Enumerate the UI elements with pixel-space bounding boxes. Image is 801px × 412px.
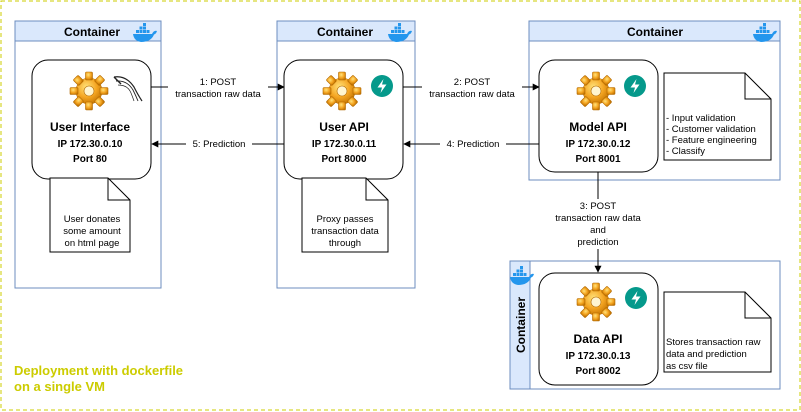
- note-dataapi: Stores transaction raw data and predicti…: [663, 291, 772, 373]
- fastapi-icon: [371, 75, 393, 97]
- note-userapi-line: Proxy passes: [316, 214, 373, 225]
- container-ui-label: Container: [64, 25, 120, 39]
- note-ui: User donates some amount on html page: [49, 177, 131, 253]
- edge-3-label: prediction: [577, 237, 618, 248]
- fastapi-icon: [625, 287, 647, 309]
- ui-port: Port 80: [73, 154, 107, 165]
- note-ui-line: on html page: [65, 238, 120, 249]
- service-model-api: Model API IP 172.30.0.12 Port 8001: [538, 59, 659, 173]
- edge-4: 4: Prediction: [403, 137, 539, 151]
- container-dataapi-label: Container: [514, 297, 528, 353]
- note-modelapi: - Input validation - Customer validation…: [663, 72, 772, 161]
- note-userapi-line: transaction data: [311, 226, 379, 237]
- note-modelapi-line: - Classify: [666, 146, 705, 157]
- dataapi-port: Port 8002: [575, 366, 620, 377]
- ui-ip: IP 172.30.0.10: [58, 139, 123, 150]
- note-dataapi-line: as csv file: [666, 361, 708, 372]
- edge-2-label: transaction raw data: [429, 89, 515, 100]
- edge-4-label: 4: Prediction: [447, 139, 500, 150]
- fastapi-icon: [624, 75, 646, 97]
- edge-1-label: 1: POST: [200, 77, 237, 88]
- note-dataapi-line: Stores transaction raw: [666, 337, 761, 348]
- note-userapi-line: through: [329, 238, 361, 249]
- userapi-port: Port 8000: [321, 154, 366, 165]
- edge-3: 3: POST transaction raw data and predict…: [550, 172, 646, 273]
- edge-2: 2: POST transaction raw data: [403, 74, 540, 100]
- note-dataapi-line: data and prediction: [666, 349, 747, 360]
- gear-icon: [322, 71, 362, 111]
- container-modelapi-label: Container: [627, 25, 683, 39]
- note-modelapi-line: - Input validation: [666, 113, 736, 124]
- modelapi-port: Port 8001: [575, 154, 620, 165]
- note-userapi: Proxy passes transaction data through: [301, 177, 389, 253]
- note-ui-line: User donates: [64, 214, 121, 225]
- userapi-title: User API: [319, 120, 369, 134]
- ui-title: User Interface: [50, 120, 130, 134]
- gear-icon: [69, 71, 109, 111]
- userapi-ip: IP 172.30.0.11: [312, 139, 377, 150]
- service-user-api: User API IP 172.30.0.11 Port 8000: [283, 59, 404, 180]
- edge-1-label: transaction raw data: [175, 89, 261, 100]
- edge-3-label: transaction raw data: [555, 213, 641, 224]
- dataapi-ip: IP 172.30.0.13: [566, 351, 631, 362]
- edge-5-label: 5: Prediction: [193, 139, 246, 150]
- caption-line-2: on a single VM: [14, 379, 105, 394]
- edge-3-label: and: [590, 225, 606, 236]
- container-userapi-label: Container: [317, 25, 373, 39]
- service-user-interface: User Interface IP 172.30.0.10 Port 80: [31, 59, 152, 180]
- caption-line-1: Deployment with dockerfile: [14, 363, 183, 378]
- gear-icon: [576, 282, 616, 322]
- note-modelapi-line: - Customer validation: [666, 124, 756, 135]
- edge-1: 1: POST transaction raw data: [151, 74, 285, 100]
- edge-2-label: 2: POST: [454, 77, 491, 88]
- gear-icon: [576, 71, 616, 111]
- dataapi-title: Data API: [574, 332, 623, 346]
- modelapi-ip: IP 172.30.0.12: [566, 139, 631, 150]
- note-modelapi-line: - Feature engineering: [666, 135, 757, 146]
- note-ui-line: some amount: [63, 226, 121, 237]
- service-data-api: Data API IP 172.30.0.13 Port 8002: [538, 272, 659, 386]
- modelapi-title: Model API: [569, 120, 627, 134]
- edge-5: 5: Prediction: [151, 137, 284, 151]
- edge-3-label: 3: POST: [580, 201, 617, 212]
